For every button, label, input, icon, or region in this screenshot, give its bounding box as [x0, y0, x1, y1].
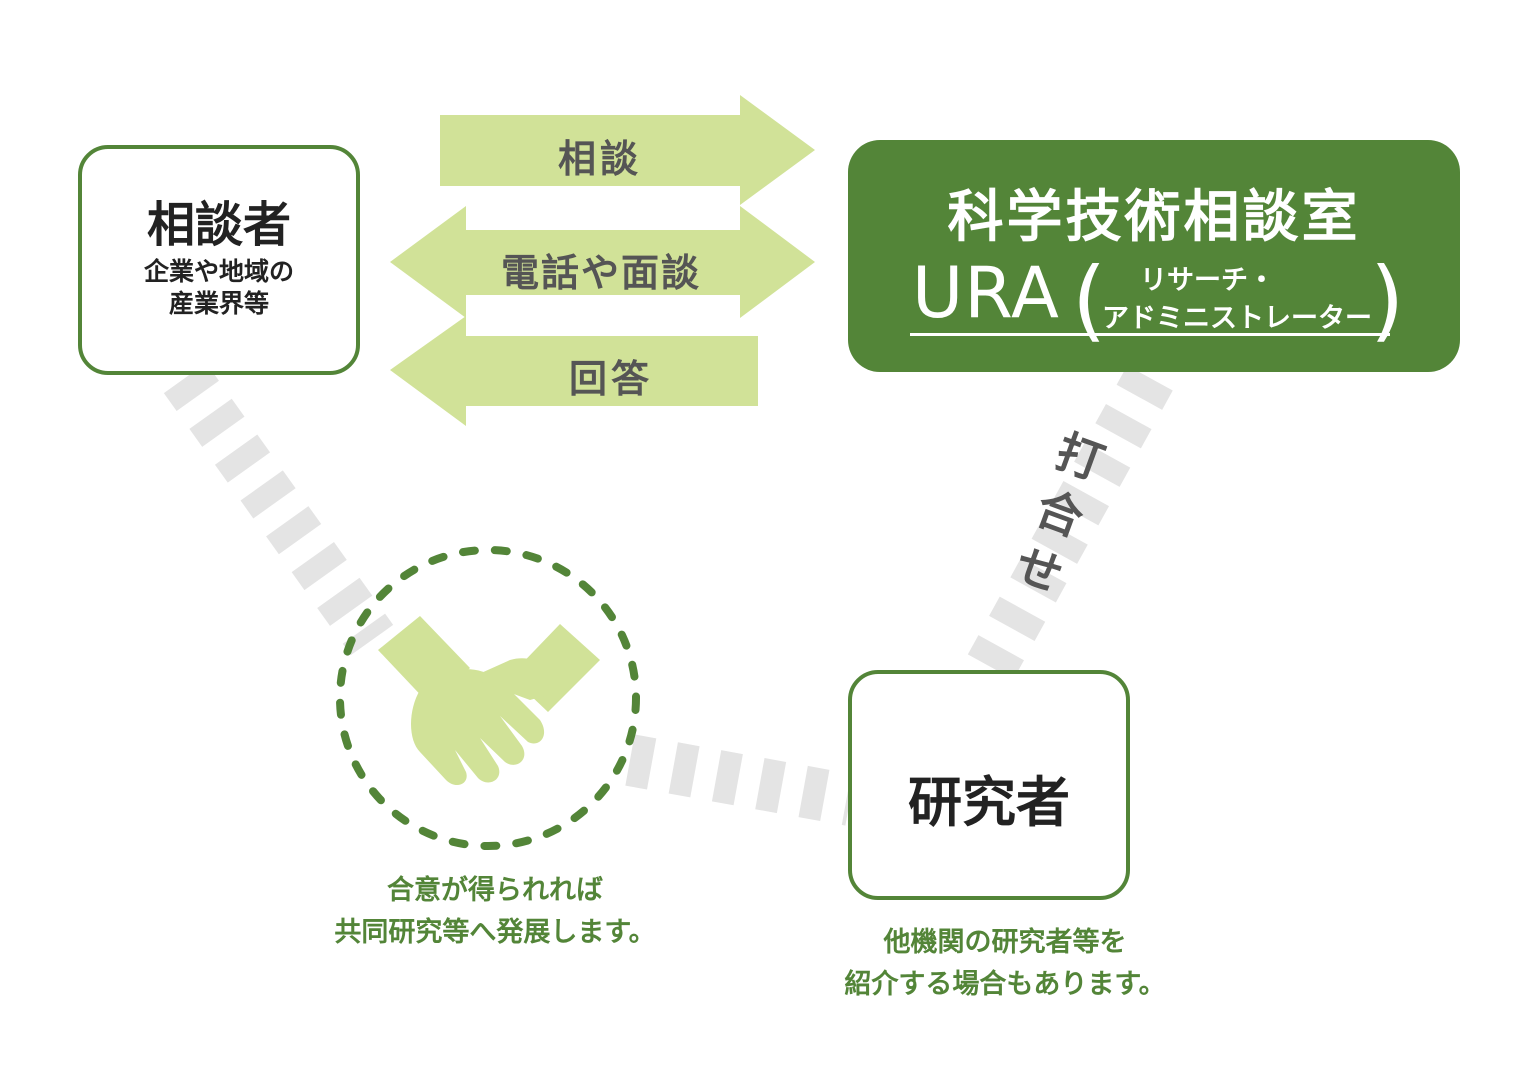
office-title: 科学技術相談室	[947, 185, 1361, 250]
consulter-box: 相談者 企業や地域の 産業界等	[78, 145, 360, 375]
arrow-answer-left	[390, 316, 758, 426]
arrow-phone-label: 電話や面談	[500, 251, 701, 295]
researcher-title: 研究者	[908, 771, 1070, 834]
consulter-subtitle-line2: 産業界等	[168, 289, 269, 319]
connector-consulter-to-handshake	[163, 362, 394, 656]
ura-underline	[910, 333, 1390, 336]
introduction-caption-line2: 紹介する場合もあります。	[844, 968, 1166, 1000]
ura-row: URA ( リサーチ・ アドミニストレーター )	[912, 248, 1412, 351]
consulter-title: 相談者	[146, 197, 291, 254]
agreement-caption-line1: 合意が得られれば	[387, 875, 603, 906]
ura-fullname-line1: リサーチ・	[1140, 265, 1275, 296]
science-consultation-office-box: 科学技術相談室 URA ( リサーチ・ アドミニストレーター )	[848, 140, 1460, 372]
introduction-caption: 他機関の研究者等を 紹介する場合もあります。	[780, 922, 1230, 1006]
connector-office-to-researcher	[967, 365, 1173, 681]
introduction-caption-line1: 他機関の研究者等を	[883, 927, 1127, 958]
connector-handshake-to-researcher	[625, 734, 855, 826]
agreement-caption-line2: 共同研究等へ発展します。	[334, 916, 656, 948]
researcher-box: 研究者	[848, 670, 1130, 900]
ura-fullname-line2: アドミニストレーター	[1102, 303, 1372, 334]
handshake-icon	[378, 616, 600, 786]
agreement-caption: 合意が得られれば 共同研究等へ発展します。	[290, 870, 700, 954]
handshake-circle	[336, 546, 640, 850]
arrow-consult-label: 相談	[557, 137, 642, 181]
arrow-consult-right	[440, 95, 815, 205]
arrow-answer-label: 回答	[568, 357, 653, 401]
ura-abbreviation: URA	[912, 252, 1060, 334]
consulter-subtitle-line1: 企業や地域の	[143, 256, 294, 286]
arrow-phone-bidirectional	[390, 206, 815, 318]
